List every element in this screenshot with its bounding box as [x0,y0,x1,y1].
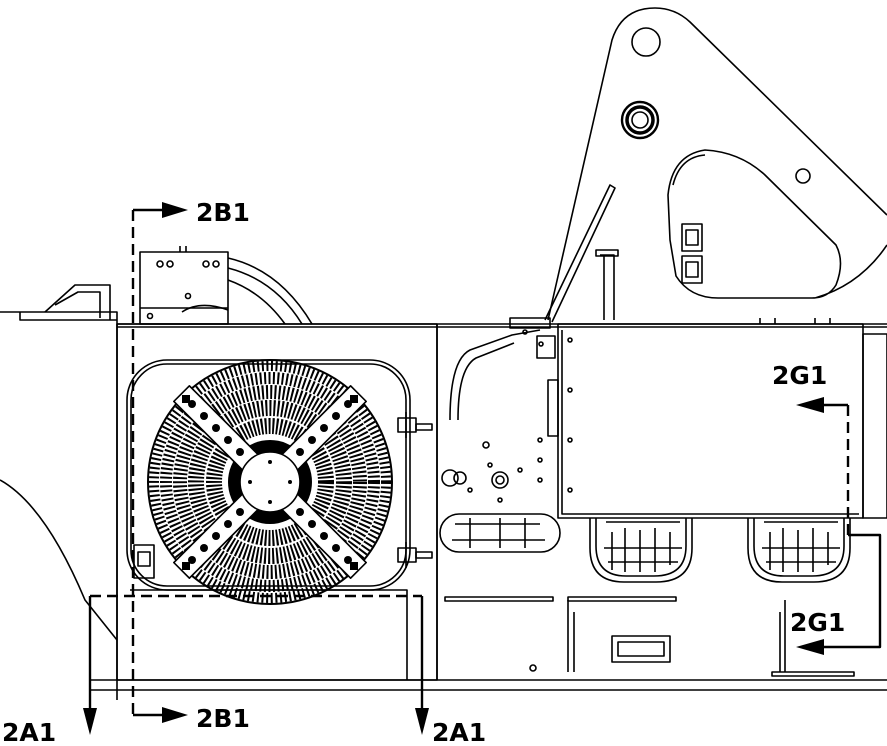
label-2g1-bottom: 2G1 [790,608,845,637]
section-lines [88,208,882,717]
control-box [547,318,887,519]
arrow-2a1-right [415,708,429,735]
bracket-hole-top [631,27,661,57]
arrow-2b1-top [162,202,188,218]
label-2b1-top: 2B1 [196,198,250,227]
bracket-hole-small [795,168,811,184]
lift-bracket [544,7,887,323]
cooling-fan [147,359,393,605]
access-openings [589,518,851,583]
label-2b1-bottom: 2B1 [196,704,250,733]
motor-box [139,246,313,325]
middle-plate [439,317,561,553]
arrow-2a1-left [83,708,97,735]
drain-switch [133,544,155,579]
label-2a1-left: 2A1 [2,718,56,746]
label-2a1-right: 2A1 [432,718,486,746]
bracket-bushing [620,100,660,140]
label-2g1-top: 2G1 [772,361,827,390]
section-arrows [83,202,824,735]
arrow-2g1-top [796,397,824,413]
left-housing [0,284,118,690]
arrow-2b1-bottom [162,707,188,723]
base-frame [90,323,887,700]
arrow-2g1-bottom [796,639,824,655]
